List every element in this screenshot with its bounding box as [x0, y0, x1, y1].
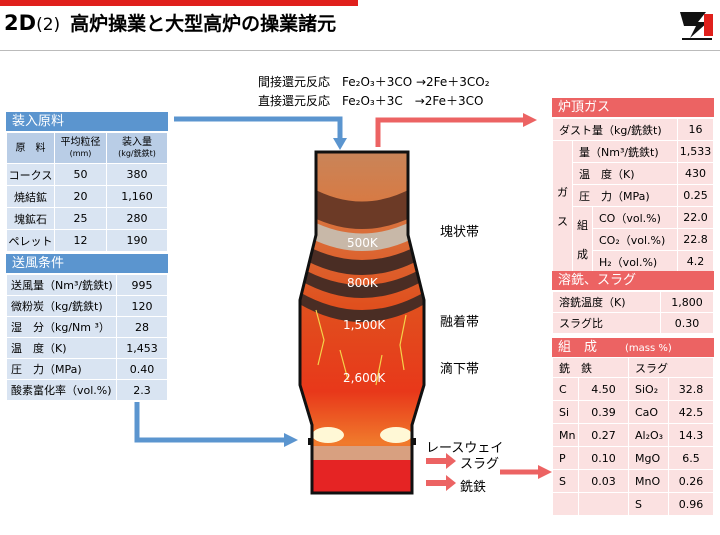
arrow-down-icon — [333, 138, 347, 150]
table-row: 微粉炭（kg/銑鉄t)120 — [6, 295, 168, 317]
zone-dripping: 滴下帯 — [440, 362, 480, 377]
page-title: 2D(2) 高炉操業と大型高炉の操業諸元 — [4, 10, 336, 36]
top-gas-title: 炉頂ガス — [552, 98, 714, 117]
charge-title: 装入原料 — [6, 112, 168, 131]
temp-label-2600k: 2,600K — [343, 371, 386, 385]
table-row: 送風量（Nm³/銑鉄t)995 — [6, 274, 168, 296]
top-accent-bar — [0, 0, 358, 6]
gas-vertical-label: ガス — [552, 140, 573, 273]
temp-label-800k: 800K — [347, 276, 378, 290]
output-iron: 銑鉄 — [460, 480, 487, 495]
output-slag: スラグ — [460, 457, 500, 472]
charge-header-amount: 装入量(kg/銑鉄t) — [106, 132, 168, 164]
section-letter: D — [18, 11, 37, 35]
table-row: 酸素富化率（vol.%)2.3 — [6, 379, 168, 401]
arrow-right-icon — [284, 433, 298, 447]
composition-title: 組 成(mass %) — [552, 338, 714, 358]
blast-title: 送風条件 — [6, 254, 168, 273]
table-row: 組成 CO（vol.%) 22.0 — [553, 206, 714, 273]
blast-furnace-diagram — [298, 150, 426, 495]
table-row: H₂（vol.%) 4.2 — [553, 250, 714, 273]
title-text: 高炉操業と大型高炉の操業諸元 — [70, 13, 337, 35]
table-row: 温 度（K) 430 — [553, 162, 714, 185]
charge-header-size: 平均粒径(mm) — [54, 132, 107, 164]
section-number: 2 — [4, 11, 19, 35]
table-row: ガス 量（Nm³/銑鉄t) 1,533 — [552, 140, 714, 273]
table-row: CO₂（vol.%) 22.8 — [553, 228, 714, 251]
reaction-equations: 間接還元反応 Fe₂O₃＋3CO →2Fe＋3CO₂ 直接還元反応 Fe₂O₃＋3C… — [258, 73, 490, 111]
company-logo-icon — [680, 12, 713, 40]
table-row: 温 度（K)1,453 — [6, 337, 168, 359]
comp-vertical-label: 組成 — [572, 206, 593, 273]
slag-iron-title: 溶銑、スラグ — [552, 271, 714, 290]
zone-raceway: レースウェイ — [426, 441, 504, 456]
section-sub: (2) — [36, 15, 61, 35]
arrow-right-icon — [523, 113, 537, 127]
charge-header-material: 原 料 — [6, 132, 55, 164]
indirect-label: 間接還元反応 — [258, 75, 331, 89]
direct-label: 直接還元反応 — [258, 94, 331, 108]
table-row: ダスト量（kg/銑鉄t) 16 — [552, 118, 714, 141]
temp-label-500k: 500K — [347, 236, 378, 250]
table-row: 圧 力（MPa)0.40 — [6, 358, 168, 380]
table-row: 湿 分（kg/Nm ³）28 — [6, 316, 168, 338]
indirect-formula: Fe₂O₃＋3CO →2Fe＋3CO₂ — [342, 75, 490, 89]
direct-formula: Fe₂O₃＋3C →2Fe＋3CO — [342, 94, 484, 108]
zone-lumpy: 塊状帯 — [440, 225, 480, 240]
table-row: 圧 力（MPa) 0.25 — [553, 184, 714, 207]
blast-table: 送風量（Nm³/銑鉄t)995 微粉炭（kg/銑鉄t)120 湿 分（kg/Nm… — [6, 274, 168, 401]
zone-cohesive: 融着帯 — [440, 315, 480, 330]
table-row: 銑 鉄 スラグ — [552, 357, 714, 378]
title-rule — [0, 50, 720, 51]
top-gas-table: ダスト量（kg/銑鉄t) 16 ガス 量（Nm³/銑鉄t) 1,533 温 度（… — [552, 118, 714, 273]
table-row: 溶銑温度（K)1,800 — [552, 291, 714, 313]
temp-label-1500k: 1,500K — [343, 318, 386, 332]
